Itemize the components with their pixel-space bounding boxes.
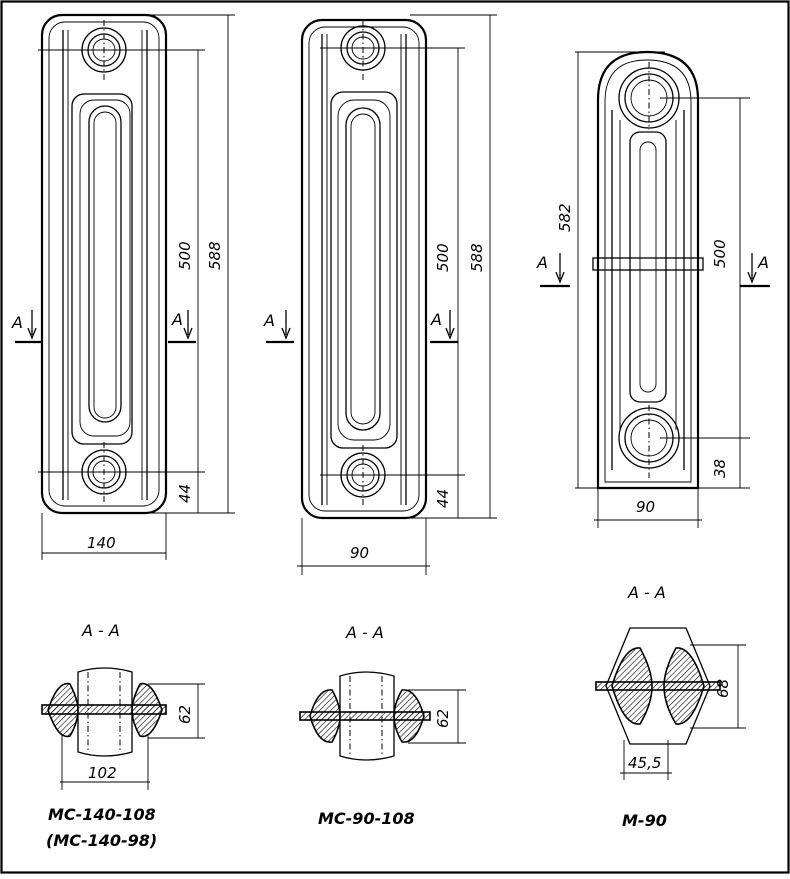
r3-dim-582: 582 [556,203,574,232]
r2-marker-a-left: A [263,311,275,330]
r2-dim-44: 44 [434,489,452,508]
r3-dim-90: 90 [636,498,655,516]
r1-marker-a-right: A [171,310,183,329]
section-title-1: A - A [81,621,120,640]
r3-marker-a-right: A [757,253,769,272]
section-mc140 [41,667,205,790]
s3-dim-45-5: 45,5 [628,754,661,772]
r1-dim-588: 588 [206,241,224,270]
model-label-mc140-alt: (МС-140-98) [46,831,157,850]
r3-section-arrows [540,253,770,288]
r1-dim-44: 44 [176,484,194,503]
model-label-mc140: МС-140-108 [48,805,156,824]
r3-dim-500: 500 [711,239,729,268]
section-title-3: A - A [627,583,666,602]
model-label-mc90: МС-90-108 [318,809,415,828]
r2-dim-500: 500 [434,243,452,272]
s2-dim-62: 62 [434,709,452,728]
r3-marker-a-left: A [536,253,548,272]
section-m90 [595,627,746,780]
r1-dim-140: 140 [87,534,116,552]
r2-dim-90: 90 [350,544,369,562]
s1-dim-62: 62 [176,705,194,724]
r1-section-arrows [15,310,196,344]
model-label-m90: М-90 [622,811,667,830]
radiator-mc90-front-view [297,14,497,575]
r1-marker-a-left: A [11,313,23,332]
section-title-2: A - A [345,623,384,642]
r2-dim-588: 588 [468,243,486,272]
r3-dim-38: 38 [711,459,729,478]
r2-section-arrows [266,310,458,344]
r2-marker-a-right: A [430,310,442,329]
r1-dim-500: 500 [176,241,194,270]
radiator-mc140-front-view [38,13,235,560]
s3-dim-68: 68 [714,679,732,698]
s1-dim-102: 102 [88,764,117,782]
radiator-m90-front-view [575,50,750,528]
section-mc90 [299,671,466,761]
